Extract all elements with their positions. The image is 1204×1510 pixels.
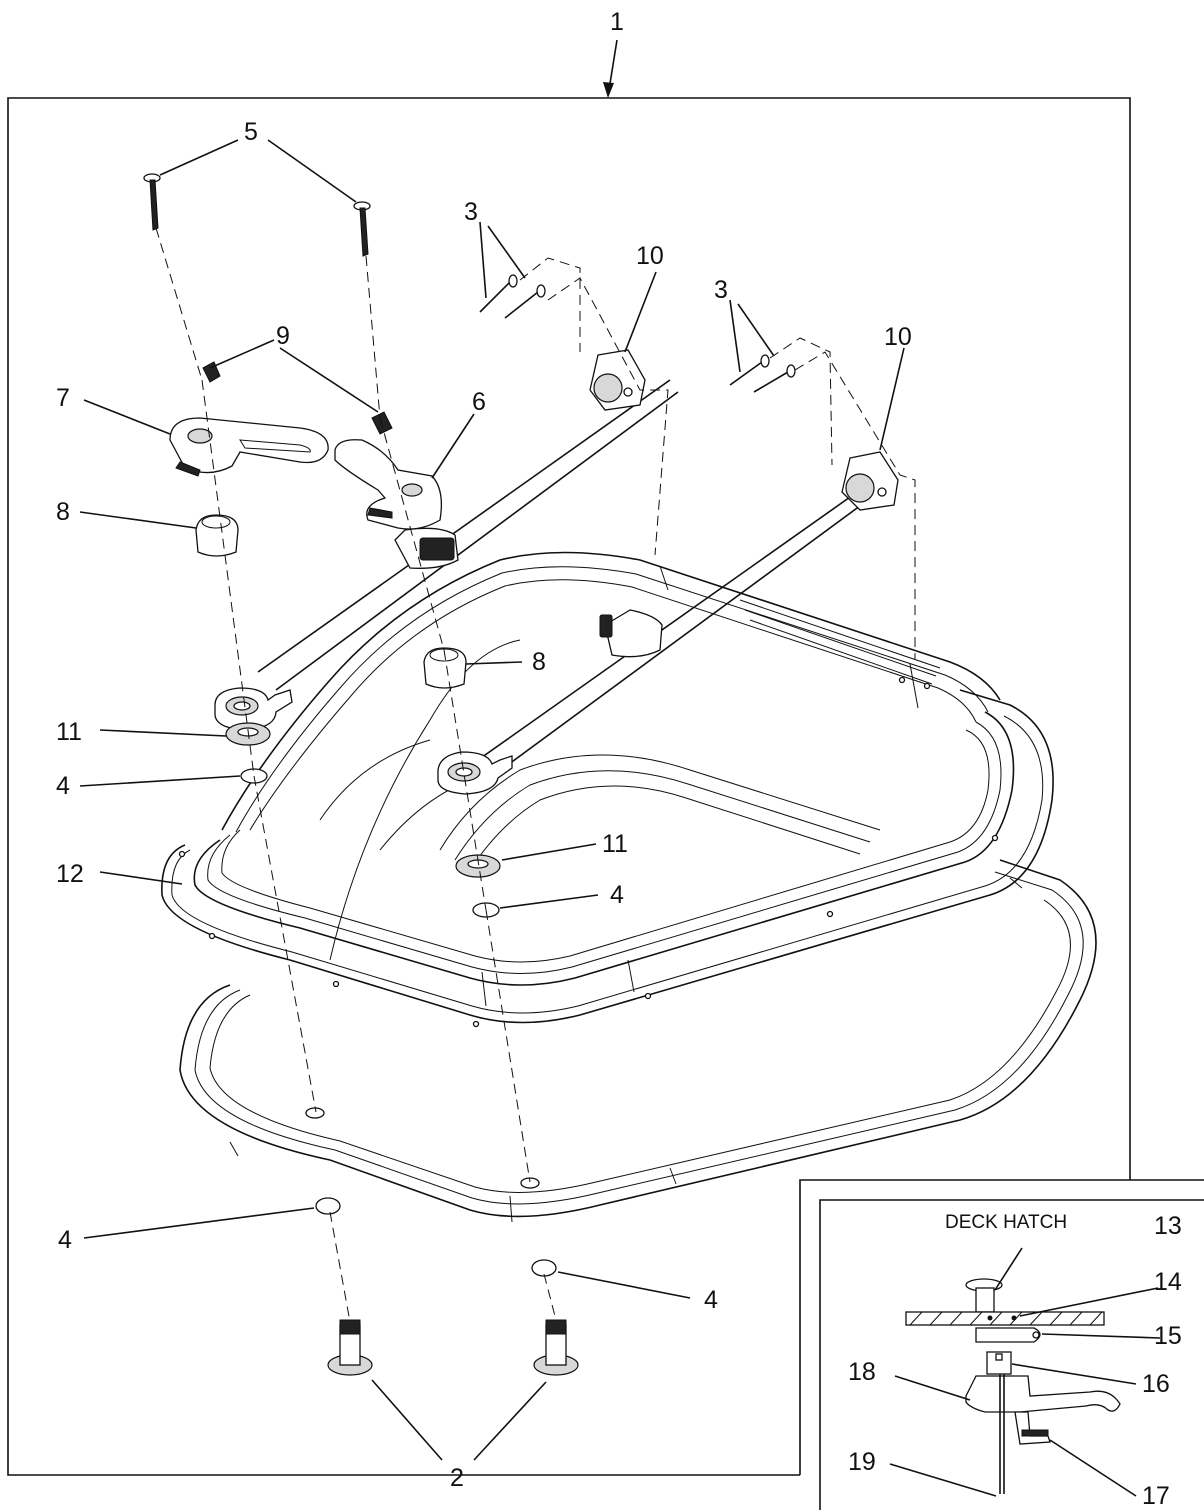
- rivets-3b: [729, 354, 796, 393]
- callout-7: 7: [56, 384, 70, 412]
- assembly-centerlines: [155, 227, 916, 1323]
- o-ring-4c: [315, 1197, 341, 1215]
- inset-title: DECK HATCH: [945, 1212, 1067, 1233]
- callout-10b: 10: [884, 323, 912, 351]
- deck-hatch-inset: DECK HATCH: [799, 1179, 1204, 1510]
- callout-14: 14: [1154, 1268, 1182, 1296]
- clip-8b: [423, 647, 467, 689]
- callout-16: 16: [1142, 1370, 1170, 1398]
- arrowhead-1: [603, 82, 614, 98]
- callout-4c: 4: [58, 1226, 72, 1254]
- callout-3b: 3: [714, 276, 728, 304]
- hatch-frame: [161, 551, 1054, 1028]
- assembly-frame: [7, 97, 1131, 1476]
- latch-9a: [202, 361, 221, 383]
- strut-right: [437, 489, 869, 795]
- latch-9b: [371, 411, 393, 435]
- callout-4d: 4: [704, 1286, 718, 1314]
- insert-2b: [533, 1319, 579, 1376]
- pivot-bracket-right: [841, 451, 899, 511]
- callout-11b: 11: [602, 830, 628, 858]
- callout-8a: 8: [56, 498, 70, 526]
- callout-numbers: 5 3 10 3 10 9 7 6 8 8 11 4 11 12 4 4 4 2…: [56, 118, 1182, 1510]
- callout-17: 17: [1142, 1482, 1170, 1510]
- callout-1: 1: [610, 8, 624, 36]
- callout-4a: 4: [56, 772, 70, 800]
- callout-5: 5: [244, 118, 258, 146]
- callout-19: 19: [848, 1448, 876, 1476]
- handle-6: [334, 439, 443, 530]
- callout-8b: 8: [532, 648, 546, 676]
- strut-left: [214, 379, 679, 731]
- washer-11b: [455, 854, 501, 878]
- callout-3a: 3: [464, 198, 478, 226]
- o-ring-4d: [531, 1259, 557, 1277]
- callout-12: 12: [56, 860, 84, 888]
- callout-9: 9: [276, 322, 290, 350]
- callout-13: 13: [1154, 1212, 1182, 1240]
- callout-4b: 4: [610, 881, 624, 909]
- lower-trim-ring: [179, 859, 1097, 1223]
- screw-5b: [353, 201, 371, 257]
- callout-18: 18: [848, 1358, 876, 1386]
- callout-6: 6: [472, 388, 486, 416]
- callout-2: 2: [450, 1464, 464, 1492]
- rivets-3a: [479, 274, 546, 319]
- screw-5a: [143, 173, 161, 231]
- callout-11a: 11: [56, 718, 82, 746]
- handle-7: [169, 417, 329, 477]
- callout-15: 15: [1154, 1322, 1182, 1350]
- callout-10a: 10: [636, 242, 664, 270]
- callout-leaders: [79, 139, 905, 1461]
- clip-8a: [195, 514, 239, 557]
- insert-2a: [327, 1319, 373, 1376]
- pivot-bracket-left: [589, 349, 646, 411]
